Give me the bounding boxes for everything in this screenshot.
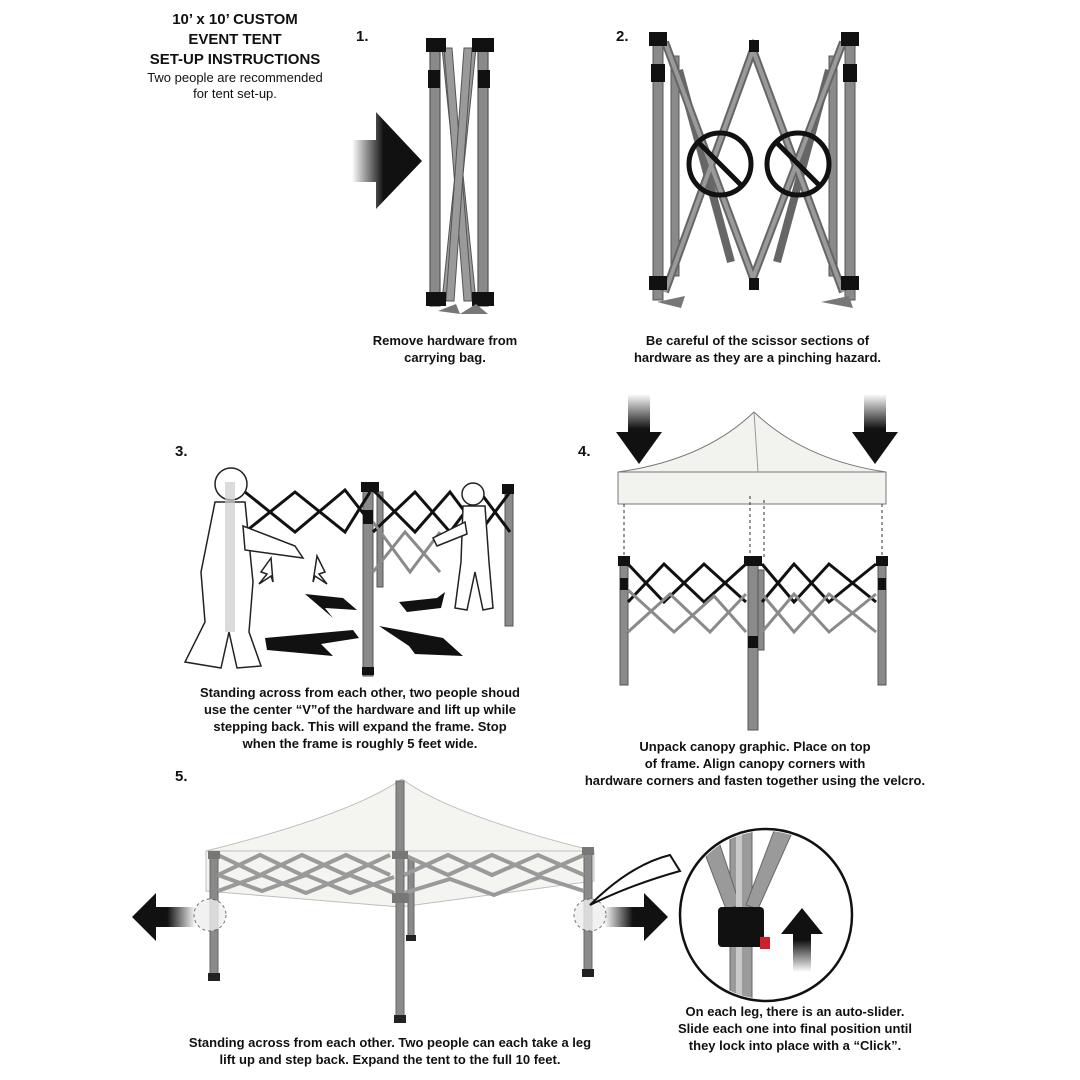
step-4-illustration [617,411,888,731]
step-5-illustration [193,778,607,1023]
down-arrow-icon [852,394,898,464]
step-3-illustration [183,467,514,677]
down-arrow-icon [616,394,662,464]
folded-frame [426,38,494,314]
right-arrow-icon [604,893,668,941]
step-5-number: 5. [175,768,188,785]
step-2-number: 2. [616,28,629,45]
scissor-frame [649,32,859,308]
title-line-1: 10’ x 10’ CUSTOM [172,11,298,28]
no-symbol-icon [686,130,754,198]
step-3-number: 3. [175,443,188,460]
step-3-caption: Standing across from each other, two peo… [200,685,520,751]
right-arrow-icon [352,112,422,209]
instructions-title: 10’ x 10’ CUSTOM EVENT TENT SET-UP INSTR… [130,10,340,102]
up-arrow-icon [781,908,823,972]
left-arrow-icon [132,893,196,941]
no-symbol-icon [764,130,832,198]
step-5-caption: Standing across from each other. Two peo… [188,1035,592,1067]
title-note-2: for tent set-up. [193,86,277,101]
title-line-3: SET-UP INSTRUCTIONS [149,51,321,68]
detail-caption: On each leg, there is an auto-slider.Sli… [677,1004,912,1053]
step-1-number: 1. [356,28,369,45]
step-4-number: 4. [578,443,591,460]
title-line-2: EVENT TENT [188,31,282,48]
title-note-1: Two people are recommended [147,70,323,85]
